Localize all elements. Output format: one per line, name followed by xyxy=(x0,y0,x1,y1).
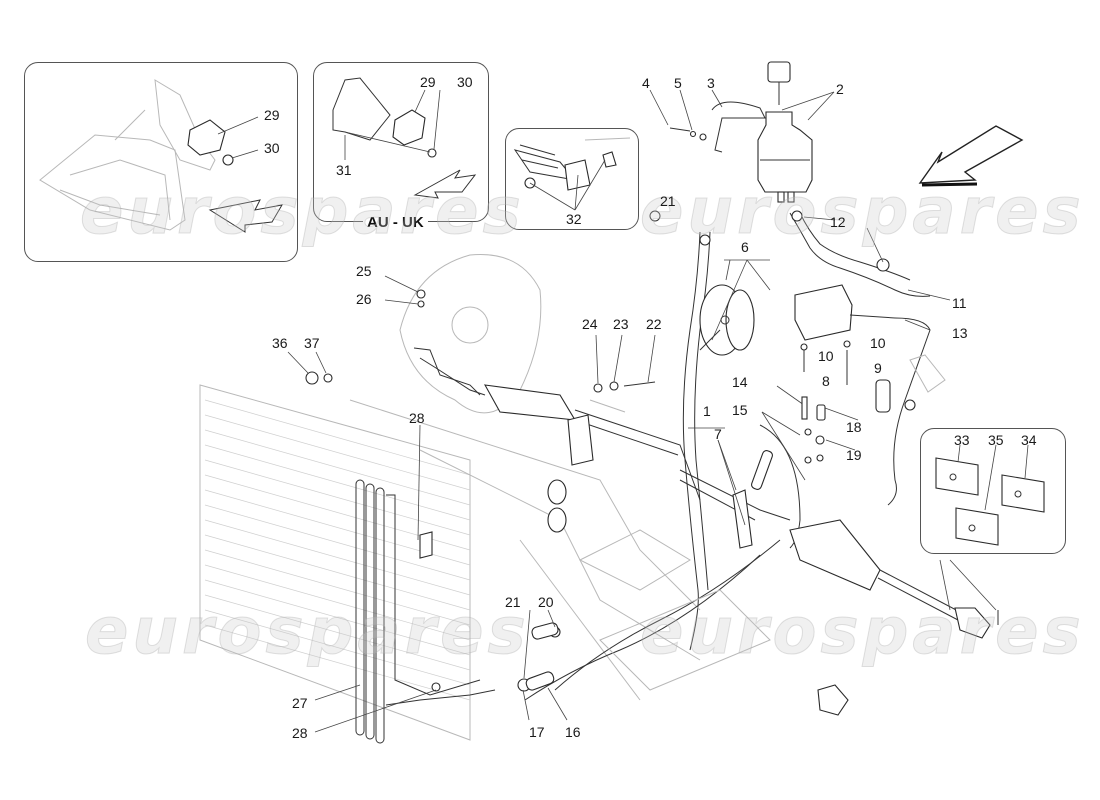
callout-32[interactable]: 32 xyxy=(566,211,582,227)
inset-actuator-drawing xyxy=(39,79,283,233)
inset-actuator xyxy=(24,62,298,262)
radiator-drawing xyxy=(199,384,496,744)
callout-30[interactable]: 30 xyxy=(264,140,280,156)
inset-au-uk-caption: AU - UK xyxy=(363,214,428,231)
callout-21[interactable]: 21 xyxy=(505,594,521,610)
inset-rack-clamp xyxy=(505,128,639,230)
inset-clips xyxy=(920,428,1066,554)
callout-28[interactable]: 28 xyxy=(409,410,425,426)
callout-29[interactable]: 29 xyxy=(264,107,280,123)
callout-18[interactable]: 18 xyxy=(846,419,862,435)
callout-11[interactable]: 11 xyxy=(952,295,967,311)
callout-15[interactable]: 15 xyxy=(732,402,748,418)
callout-1[interactable]: 1 xyxy=(703,403,711,419)
callout-14[interactable]: 14 xyxy=(732,374,748,390)
callout-3[interactable]: 3 xyxy=(707,75,715,91)
callout-28[interactable]: 28 xyxy=(292,725,308,741)
callout-22[interactable]: 22 xyxy=(646,316,662,332)
callout-29[interactable]: 29 xyxy=(420,74,436,90)
callout-27[interactable]: 27 xyxy=(292,695,308,711)
direction-arrow xyxy=(918,125,1024,184)
callout-19[interactable]: 19 xyxy=(846,447,862,463)
pump-drawing xyxy=(649,210,951,651)
callout-35[interactable]: 35 xyxy=(988,432,1004,448)
callout-12[interactable]: 12 xyxy=(830,214,846,230)
callout-30[interactable]: 30 xyxy=(457,74,473,90)
callout-10[interactable]: 10 xyxy=(818,348,834,364)
callout-21[interactable]: 21 xyxy=(660,193,676,209)
callout-6[interactable]: 6 xyxy=(741,239,749,255)
callout-9[interactable]: 9 xyxy=(874,360,882,376)
callout-26[interactable]: 26 xyxy=(356,291,372,307)
reservoir-drawing xyxy=(649,61,835,203)
callout-7[interactable]: 7 xyxy=(714,426,722,442)
callout-16[interactable]: 16 xyxy=(565,724,581,740)
callout-23[interactable]: 23 xyxy=(613,316,629,332)
inset-clips-drawing xyxy=(935,444,1045,546)
callout-4[interactable]: 4 xyxy=(642,75,650,91)
callout-8[interactable]: 8 xyxy=(822,373,830,389)
callout-33[interactable]: 33 xyxy=(954,432,970,448)
callout-13[interactable]: 13 xyxy=(952,325,968,341)
callout-34[interactable]: 34 xyxy=(1021,432,1037,448)
knuckle-drawing xyxy=(384,253,701,501)
inset-rack-clamp-drawing xyxy=(513,137,631,211)
callout-37[interactable]: 37 xyxy=(304,335,320,351)
callout-20[interactable]: 20 xyxy=(538,594,554,610)
callout-31[interactable]: 31 xyxy=(336,162,352,178)
callout-5[interactable]: 5 xyxy=(674,75,682,91)
callout-10[interactable]: 10 xyxy=(870,335,886,351)
callout-36[interactable]: 36 xyxy=(272,335,288,351)
callout-17[interactable]: 17 xyxy=(529,724,545,740)
rack-drawing xyxy=(349,385,999,721)
inset-au-uk-drawing xyxy=(332,77,477,199)
callout-24[interactable]: 24 xyxy=(582,316,598,332)
callout-25[interactable]: 25 xyxy=(356,263,372,279)
callout-2[interactable]: 2 xyxy=(836,81,844,97)
